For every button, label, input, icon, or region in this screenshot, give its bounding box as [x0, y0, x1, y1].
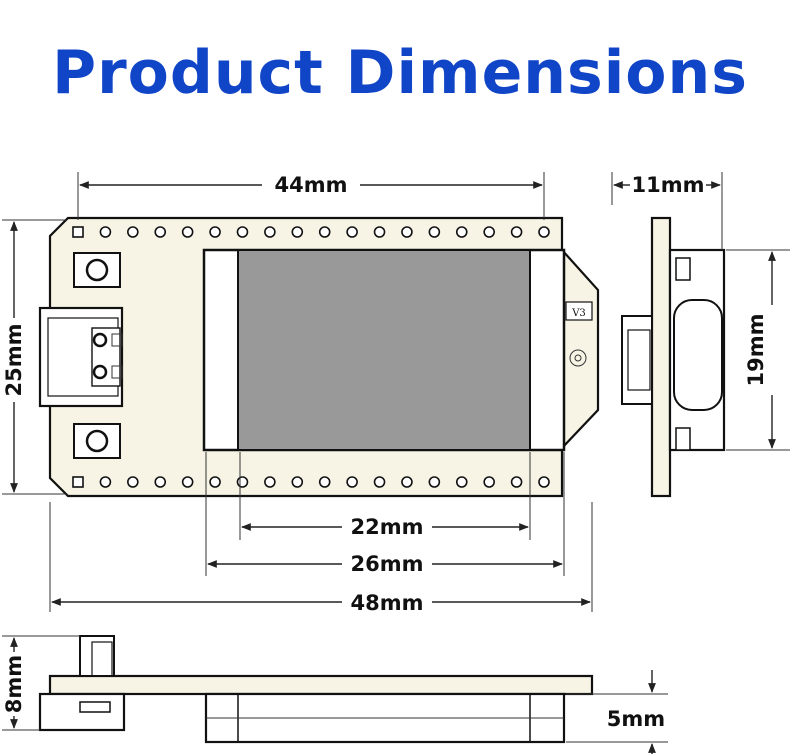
label-22mm: 22mm — [351, 515, 424, 539]
pin-hole — [538, 226, 550, 238]
label-11mm: 11mm — [632, 173, 705, 197]
pin-hole — [209, 226, 221, 238]
pin-hole — [401, 226, 413, 238]
label-25mm: 25mm — [2, 324, 26, 397]
pin-hole — [181, 476, 194, 488]
pin-hole — [318, 476, 331, 488]
pin-hole — [428, 226, 441, 238]
chip-v3: V3 — [565, 301, 593, 367]
usb-connector — [38, 306, 124, 408]
pin-hole — [373, 226, 386, 238]
label-8mm: 8mm — [2, 655, 26, 713]
label-48mm: 48mm — [351, 591, 424, 615]
pin-hole — [72, 226, 84, 238]
pin-hole — [483, 226, 495, 238]
pin-hole — [264, 226, 276, 238]
pin-hole — [264, 476, 276, 488]
pin-hole — [209, 476, 221, 488]
dimension-8mm: 8mm — [2, 635, 80, 731]
button-boot — [73, 252, 121, 288]
pin-hole — [127, 476, 139, 488]
pin-hole — [154, 476, 167, 488]
pin-hole — [483, 476, 495, 488]
label-26mm: 26mm — [351, 552, 424, 576]
pin-hole — [99, 226, 112, 238]
dimension-25mm: 25mm — [2, 219, 66, 495]
pin-hole — [236, 476, 249, 488]
dimension-11mm: 11mm — [611, 172, 723, 250]
pin-row-bottom — [72, 476, 550, 488]
pin-hole — [127, 226, 139, 238]
pin-hole — [346, 226, 358, 238]
pin-hole — [510, 476, 523, 488]
pin-hole — [181, 226, 194, 238]
dimension-26mm: 26mm — [205, 452, 565, 576]
pin-hole — [318, 226, 331, 238]
label-44mm: 44mm — [275, 173, 348, 197]
top-view-board: V3 — [38, 216, 600, 498]
front-view — [38, 635, 594, 744]
pin-hole — [291, 476, 304, 488]
dimension-48mm: 48mm — [49, 502, 593, 615]
dimension-5mm: 5mm — [566, 670, 668, 754]
pin-row-top — [72, 226, 550, 238]
pin-hole — [455, 476, 468, 488]
dimension-44mm: 44mm — [77, 172, 545, 220]
lcd-screen — [202, 248, 566, 452]
pin-hole — [154, 226, 167, 238]
pin-hole — [428, 476, 441, 488]
page-title: Product Dimensions — [52, 38, 748, 108]
pin-hole — [510, 226, 523, 238]
dimension-22mm: 22mm — [239, 452, 531, 540]
pin-hole — [291, 226, 304, 238]
pin-hole — [99, 476, 112, 488]
label-5mm: 5mm — [607, 707, 665, 731]
pin-hole — [373, 476, 386, 488]
pin-hole — [346, 476, 358, 488]
pin-hole — [455, 226, 468, 238]
pin-hole — [236, 226, 249, 238]
pin-hole — [401, 476, 413, 488]
button-reset — [73, 423, 121, 459]
label-19mm: 19mm — [744, 314, 768, 387]
pin-hole — [72, 476, 84, 488]
pin-hole — [538, 476, 550, 488]
chip-label: V3 — [571, 308, 586, 319]
side-view — [621, 216, 726, 498]
dimension-19mm: 19mm — [726, 249, 790, 451]
